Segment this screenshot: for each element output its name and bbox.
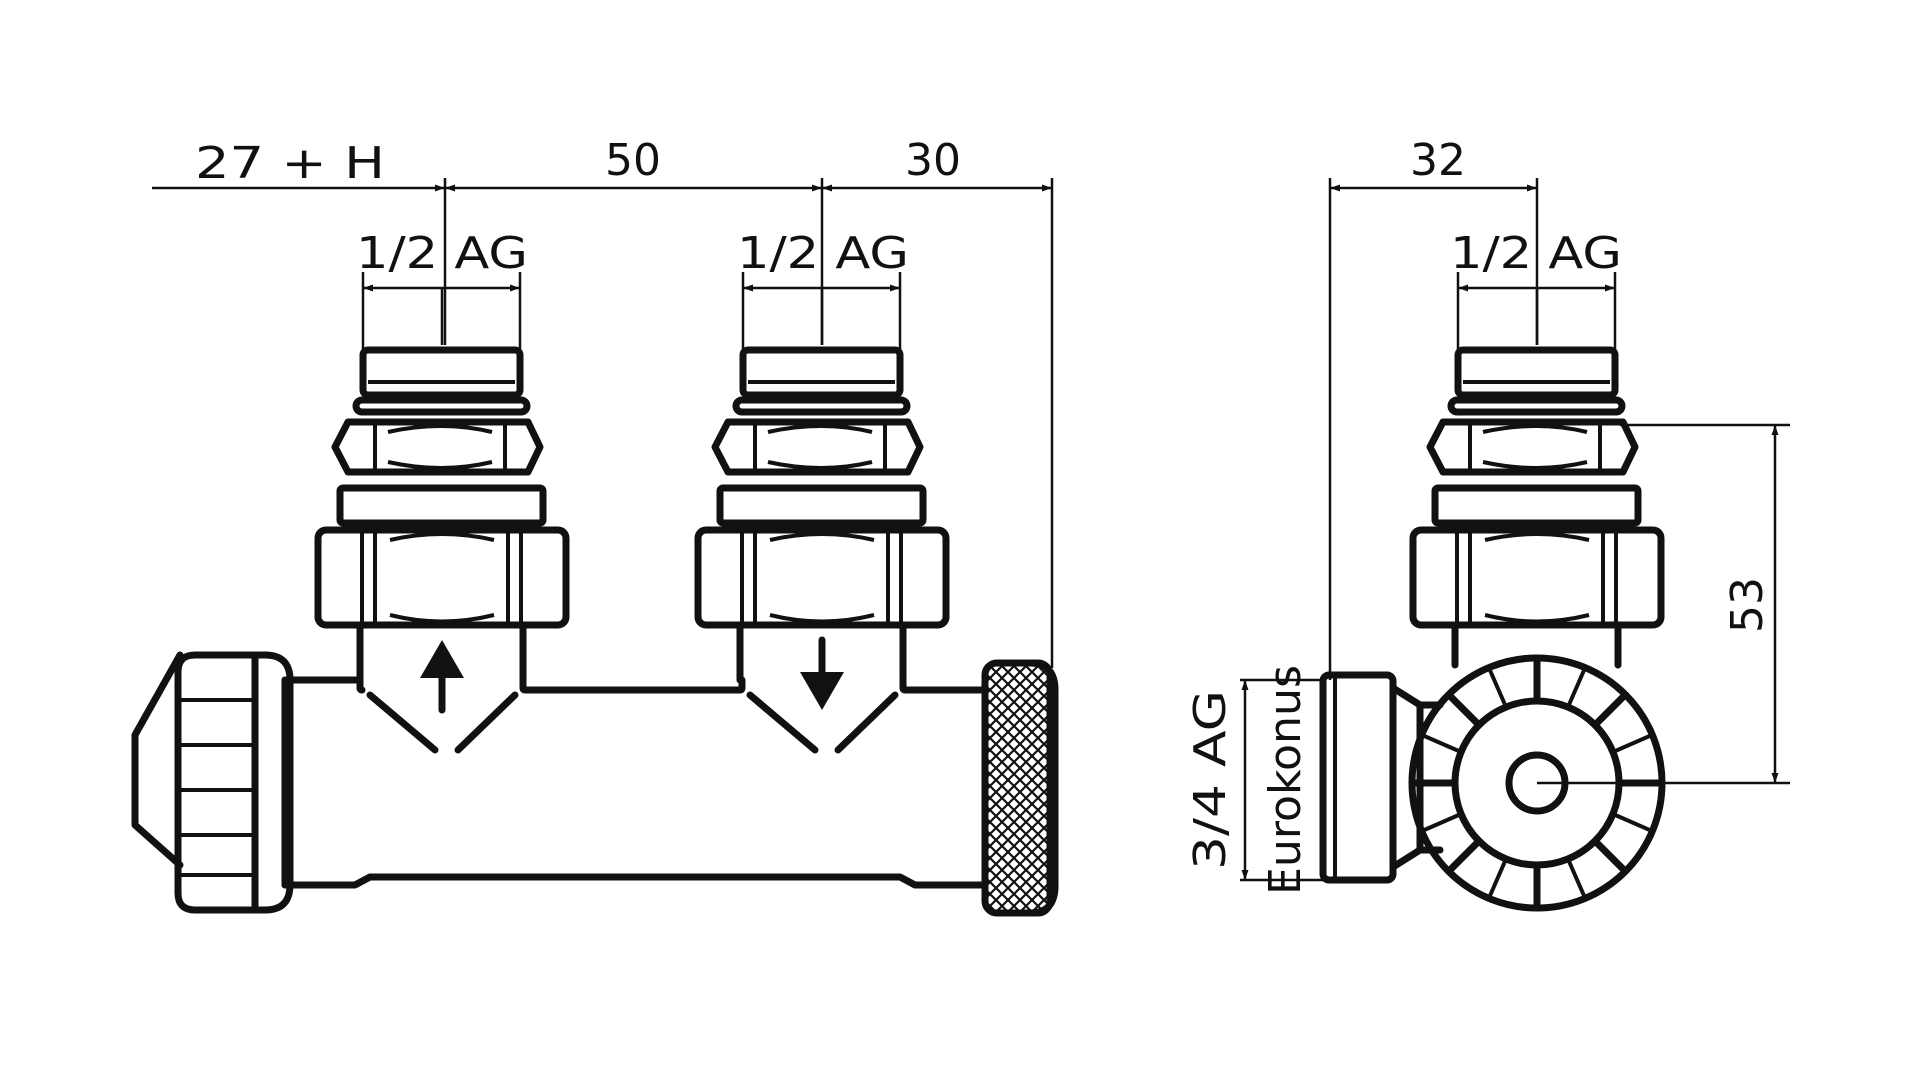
eurokonus-outlet — [1319, 671, 1444, 884]
dimension-left-offset: 27 + H — [195, 138, 385, 189]
front-view: 27 + H 50 30 1/2 AG 1/2 AG — [131, 135, 1059, 917]
dimension-side-width: 32 — [1410, 135, 1466, 186]
top-dimension-chain — [152, 178, 1054, 668]
valve-body — [281, 671, 989, 894]
side-view: 32 1/2 AG — [1185, 135, 1790, 912]
thread-label-middle: 1/2 AG — [737, 228, 909, 279]
fitting-middle — [694, 346, 950, 684]
thread-dimension-left — [361, 272, 522, 350]
thread-label-side: 1/2 AG — [1450, 228, 1622, 279]
handwheel-side — [1408, 654, 1666, 912]
connection-type-label: Eurokonus — [1260, 665, 1311, 895]
connection-dimension — [1240, 678, 1323, 882]
fitting-left — [314, 346, 570, 684]
thread-dimension-middle — [741, 272, 902, 350]
flow-arrow-down-icon — [800, 636, 844, 710]
dimension-side-height: 53 — [1722, 577, 1773, 633]
handwheel-ribs — [1408, 654, 1666, 912]
dimension-center-distance: 50 — [605, 135, 661, 186]
flow-arrow-up-icon — [420, 640, 464, 714]
left-cap — [131, 651, 294, 914]
thread-label-left: 1/2 AG — [356, 228, 528, 279]
thread-dimension-side — [1456, 272, 1617, 350]
dimension-right-offset: 30 — [905, 135, 961, 186]
connection-thread-label: 3/4 AG — [1185, 690, 1236, 870]
fitting-side — [1409, 346, 1665, 669]
right-knurled-cap — [981, 659, 1059, 917]
